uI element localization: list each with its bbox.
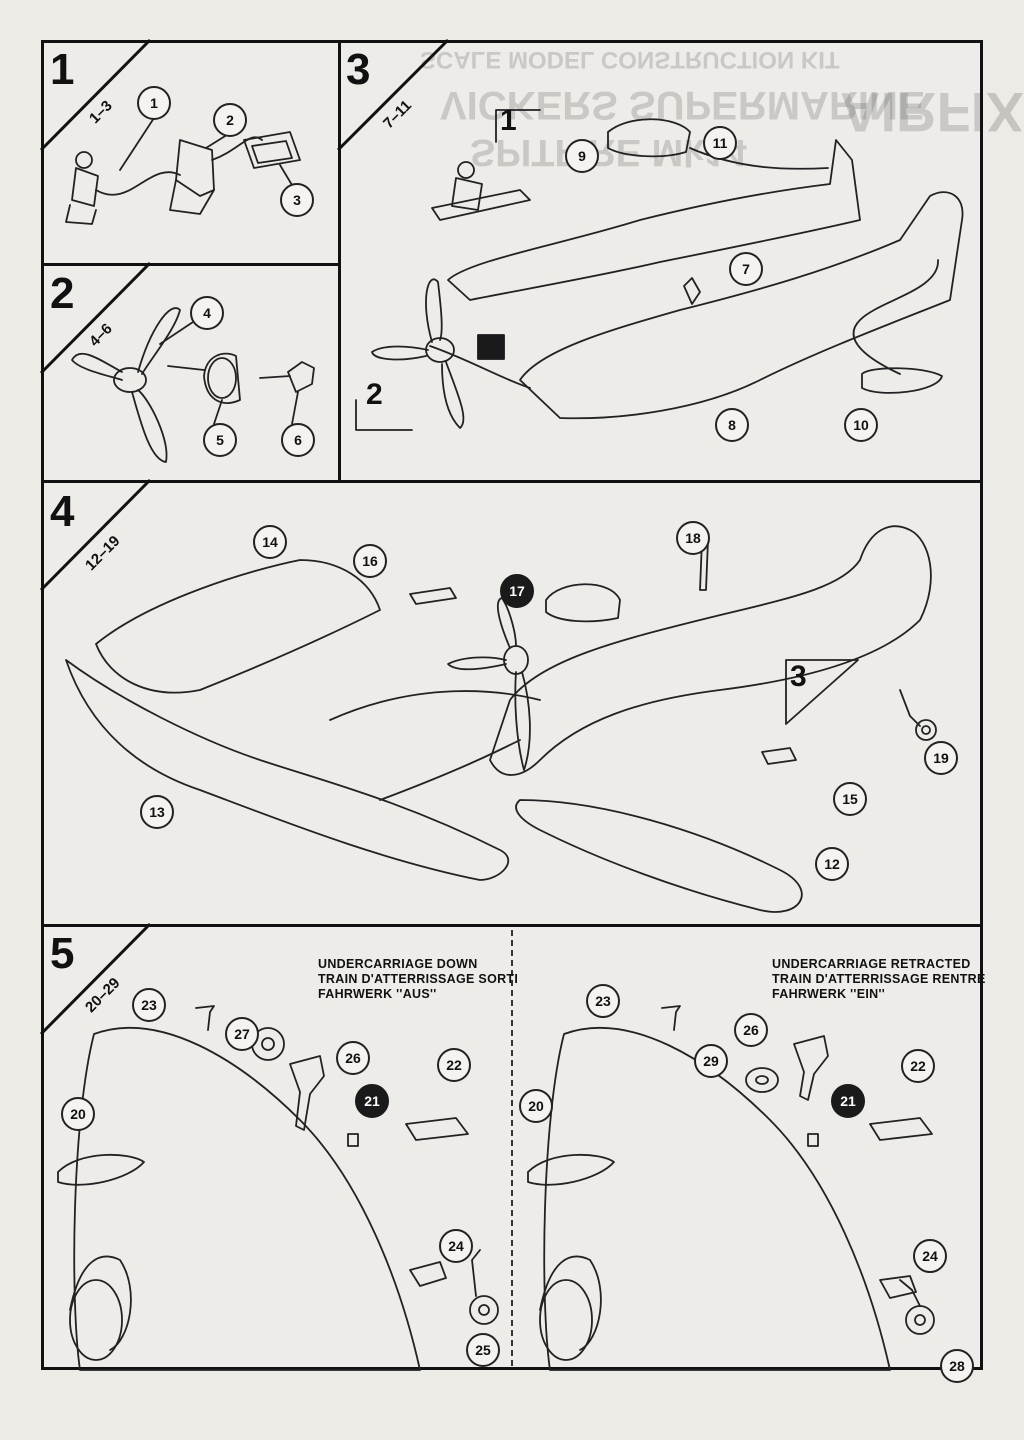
part-callout-13: 13	[140, 795, 174, 829]
flap-part-16	[409, 587, 457, 605]
part-callout-1: 1	[137, 86, 171, 120]
part-callout-21-left: 21	[355, 1084, 389, 1118]
part-callout-29: 29	[694, 1044, 728, 1078]
canopy-part-17	[545, 583, 621, 623]
part-callout-21-right: 21	[831, 1084, 865, 1118]
pin-part-23-left	[195, 1005, 215, 1031]
wheel-part-29	[745, 1067, 779, 1093]
tab-part-7	[683, 277, 701, 305]
part-callout-24-left: 24	[439, 1229, 473, 1263]
part-callout-22-right: 22	[901, 1049, 935, 1083]
panel-5-divider	[511, 930, 513, 1366]
door-part-22-left	[405, 1117, 469, 1141]
leg-part-24-left	[409, 1261, 447, 1287]
subassembly-label-2: 2	[366, 378, 383, 411]
part-callout-27: 27	[225, 1017, 259, 1051]
part-callout-11: 11	[703, 126, 737, 160]
pin-part-21-right	[807, 1133, 819, 1147]
subassembly-label-1: 1	[500, 104, 517, 137]
part-callout-2: 2	[213, 103, 247, 137]
part-callout-10: 10	[844, 408, 878, 442]
leg-part-24-right	[879, 1275, 917, 1299]
subassembly-label-3: 3	[790, 660, 807, 693]
step-1-number: 1	[50, 45, 75, 94]
wing-upper-part-14	[95, 559, 381, 694]
part-callout-15: 15	[833, 782, 867, 816]
wheel-part-25	[469, 1249, 499, 1325]
caption-retracted-fr: TRAIN D'ATTERRISSAGE RENTRE	[772, 972, 986, 986]
canopy-part-11	[607, 118, 691, 158]
part-callout-19: 19	[924, 741, 958, 775]
part-callout-28: 28	[940, 1349, 974, 1383]
part-callout-20-right: 20	[519, 1089, 553, 1123]
hub-part-6	[259, 361, 315, 393]
part-callout-4: 4	[190, 296, 224, 330]
part-callout-12: 12	[815, 847, 849, 881]
propeller-part-5	[71, 307, 181, 463]
part-callout-8: 8	[715, 408, 749, 442]
step-4-number: 4	[50, 487, 75, 536]
step-5-number: 5	[50, 929, 75, 978]
radiator-part-20-right	[527, 1153, 615, 1186]
undercarriage-down-caption: UNDERCARRIAGE DOWN TRAIN D'ATTERRISSAGE …	[318, 957, 518, 1002]
radiator-part-15	[761, 747, 797, 765]
step-2-number: 2	[50, 269, 75, 318]
part-callout-9: 9	[565, 139, 599, 173]
wing-left-down	[73, 1026, 421, 1371]
part-callout-18: 18	[676, 521, 710, 555]
part-callout-6: 6	[281, 423, 315, 457]
part-callout-24-right: 24	[913, 1239, 947, 1273]
propeller-step5-right	[539, 1255, 602, 1361]
pilot-figure-part-1	[65, 151, 99, 225]
door-part-22-right	[869, 1117, 933, 1141]
part-callout-25: 25	[466, 1333, 500, 1367]
pin-part-21-left	[347, 1133, 359, 1147]
part-callout-5: 5	[203, 423, 237, 457]
panel-part-3	[243, 131, 301, 169]
part-callout-23-right: 23	[586, 984, 620, 1018]
pilot-seat-subassembly-1	[431, 161, 531, 221]
part-callout-16: 16	[353, 544, 387, 578]
radiator-part-20-left	[57, 1153, 145, 1186]
propeller-subassembly-2	[371, 278, 465, 429]
undercarriage-retracted-caption: UNDERCARRIAGE RETRACTED TRAIN D'ATTERRIS…	[772, 957, 986, 1002]
leg-part-26-left	[289, 1055, 325, 1131]
part-callout-3: 3	[280, 183, 314, 217]
part-callout-26-left: 26	[336, 1041, 370, 1075]
caption-retracted-en: UNDERCARRIAGE RETRACTED	[772, 957, 971, 971]
part-callout-22-left: 22	[437, 1048, 471, 1082]
part-callout-20-left: 20	[61, 1097, 95, 1131]
part-callout-7: 7	[729, 252, 763, 286]
tailwheel-part-19	[899, 689, 937, 741]
part-callout-26-right: 26	[734, 1013, 768, 1047]
part-callout-17: 17	[500, 574, 534, 608]
propeller-step5-left	[69, 1255, 132, 1361]
wing-lower-part-13	[65, 659, 510, 881]
caption-down-fr: TRAIN D'ATTERRISSAGE SORTI	[318, 972, 519, 986]
tailwheel-door-part-10	[861, 367, 943, 394]
pin-part-23-right	[661, 1005, 681, 1031]
seat-part-2	[169, 139, 215, 215]
fuselage-left-part-9	[447, 139, 861, 301]
leg-part-26-right	[793, 1035, 829, 1101]
fuselage-assembled-part-12	[489, 525, 932, 913]
step-3-number: 3	[346, 45, 371, 94]
propeller-step4	[447, 597, 531, 771]
spinner-part-4	[203, 352, 241, 404]
caption-down-en: UNDERCARRIAGE DOWN	[318, 957, 478, 971]
caption-retracted-de: FAHRWERK ''EIN''	[772, 987, 885, 1001]
part-callout-23-left: 23	[132, 988, 166, 1022]
wheel-part-28	[899, 1279, 935, 1335]
wing-right-retracted	[543, 1026, 891, 1371]
fuselage-right-part-8	[519, 191, 964, 420]
part-callout-14: 14	[253, 525, 287, 559]
caption-down-de: FAHRWERK ''AUS''	[318, 987, 437, 1001]
